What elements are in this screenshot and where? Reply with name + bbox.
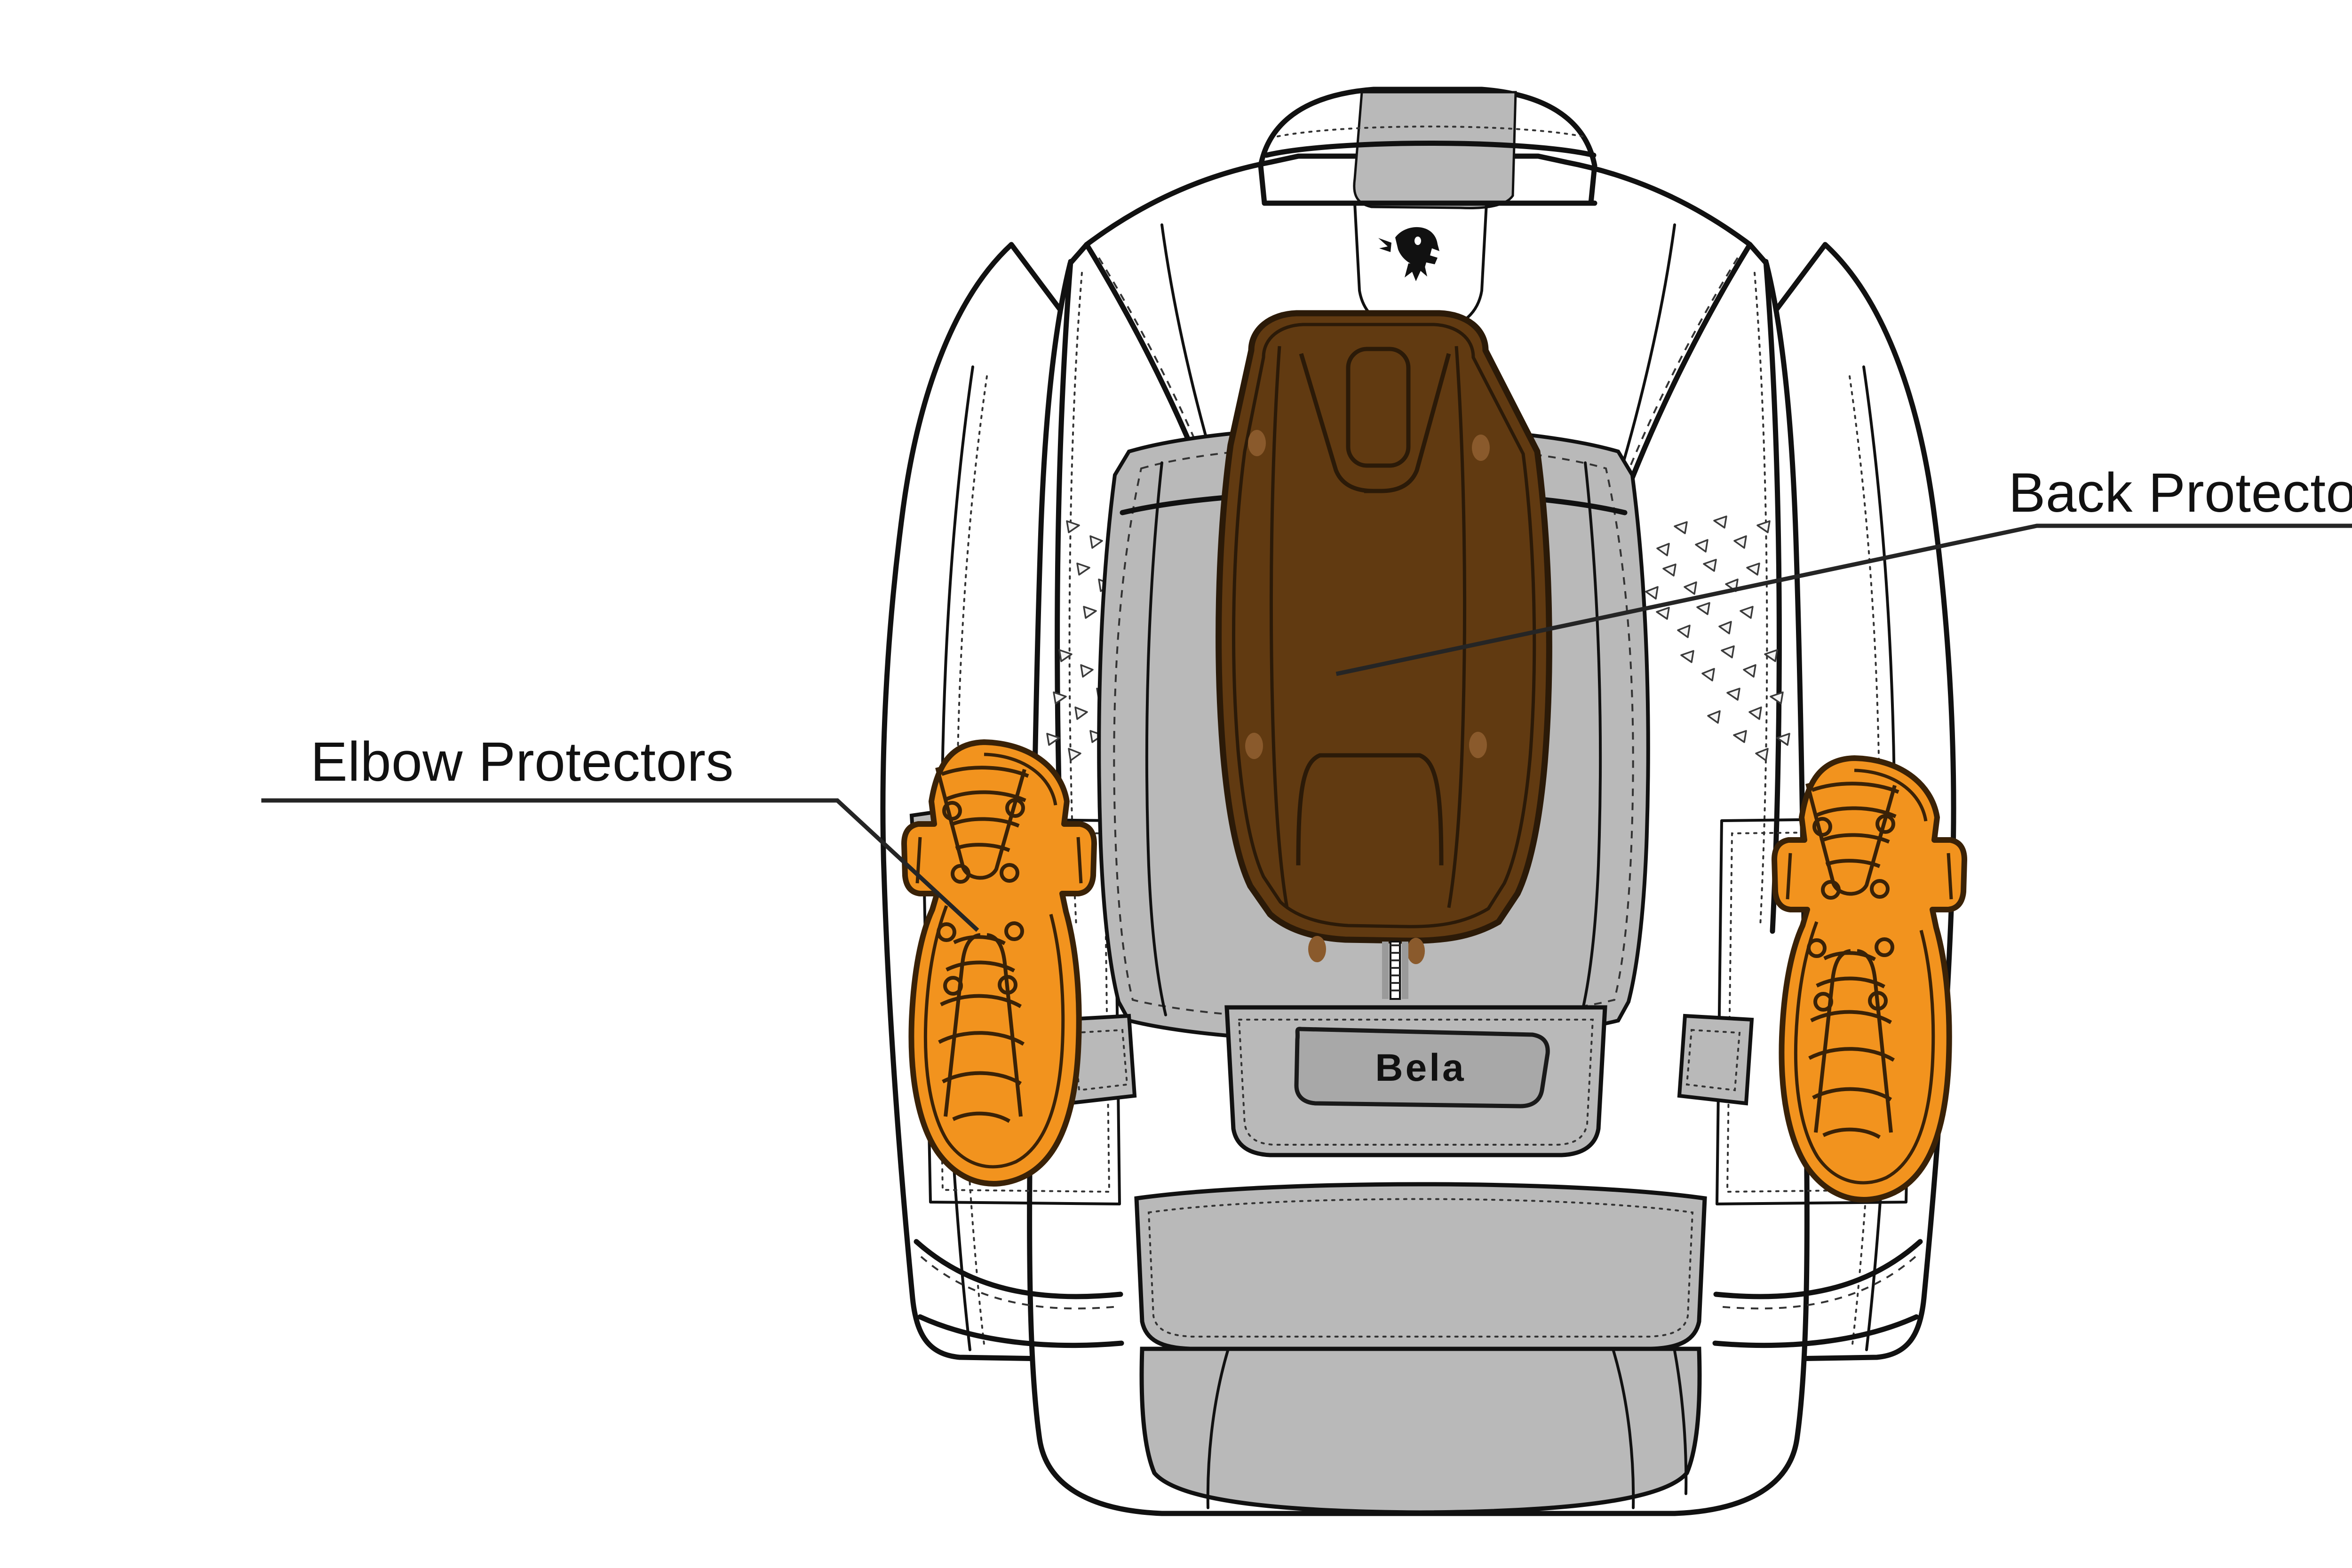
elbow-left-lower-rib-4 bbox=[938, 1031, 1025, 1046]
back-protector-leader-line bbox=[1335, 523, 2352, 676]
elbow-left-upper-rib-3 bbox=[949, 817, 1020, 828]
brand-name: Bela bbox=[1375, 1046, 1466, 1089]
collar-top-edge bbox=[1263, 141, 1597, 158]
elbow-right-lower-rib-3 bbox=[1810, 1010, 1892, 1024]
elbow-right-inner-outline bbox=[1786, 768, 1953, 1185]
elbow-right-hole-4 bbox=[1870, 879, 1890, 899]
elbow-left-lower-rib-6 bbox=[952, 1111, 1011, 1123]
back-protector-bevel bbox=[1232, 323, 1536, 928]
elbow-right-upper-rib-1 bbox=[1811, 782, 1899, 794]
back-protector-center-slot bbox=[1346, 347, 1411, 468]
elbow-right-lower-taper bbox=[1814, 949, 1893, 1133]
elbow-left-hole-8 bbox=[998, 975, 1017, 995]
elbow-protectors-label: Elbow Protectors bbox=[310, 731, 734, 793]
hem-upper-panel bbox=[1134, 1182, 1707, 1351]
hem-seam-far-right bbox=[1673, 1349, 1688, 1495]
elbow-right-hole-6 bbox=[1875, 937, 1894, 957]
elbow-right-upper-rib-4 bbox=[1825, 859, 1881, 868]
elbow-right-hole-3 bbox=[1821, 880, 1841, 900]
back-protector-vent-4 bbox=[1469, 732, 1487, 758]
elbow-right-hole-8 bbox=[1868, 991, 1888, 1011]
elbow-protector-right[interactable] bbox=[1772, 755, 1967, 1203]
elbow-left-hole-5 bbox=[937, 922, 956, 942]
elbow-right-hole-7 bbox=[1813, 992, 1833, 1012]
cuff-band-right bbox=[1712, 1314, 1919, 1348]
back-protector-vent-1 bbox=[1248, 430, 1266, 456]
elbow-left-hole-1 bbox=[942, 801, 962, 821]
brand-patch: Bela bbox=[1224, 1005, 1607, 1157]
armhole-stitch-right bbox=[1754, 272, 1768, 927]
hem-panels bbox=[1134, 1182, 1707, 1515]
collar-outer bbox=[1258, 87, 1597, 206]
callout-back-protector: Back Protector bbox=[1335, 462, 2352, 676]
collar-stitch bbox=[1277, 126, 1583, 137]
back-protector-vent-6 bbox=[1407, 938, 1425, 964]
hem-seam-right bbox=[1612, 1349, 1635, 1509]
elbow-protector-left[interactable] bbox=[901, 739, 1097, 1187]
cuff-seam-right bbox=[1713, 1239, 1923, 1299]
elbow-right-hole-1 bbox=[1812, 817, 1832, 837]
back-protector-lower-panel bbox=[1296, 753, 1444, 866]
elbow-left-upper-rib-4 bbox=[955, 843, 1010, 852]
armhole-seam-right bbox=[1763, 259, 1782, 934]
back-protector-vent-2 bbox=[1472, 435, 1490, 461]
elbow-left-upper-rib-1 bbox=[941, 766, 1029, 778]
elbow-left-hole-3 bbox=[951, 864, 970, 884]
elbow-left-lower-rib-2 bbox=[946, 960, 1015, 973]
elbow-right-lower-rib-2 bbox=[1816, 976, 1885, 989]
elbow-right-upper-rib-3 bbox=[1820, 833, 1890, 844]
callout-elbow-protectors: Elbow Protectors bbox=[261, 731, 979, 932]
cuff-seam-left bbox=[914, 1239, 1123, 1299]
elbow-right-lower-rib-4 bbox=[1808, 1047, 1895, 1062]
elbow-protectors-leader-line bbox=[261, 798, 979, 932]
back-protector-upper-panel bbox=[1299, 353, 1451, 493]
elbow-left-lower-taper bbox=[944, 933, 1023, 1117]
elbow-right-upper-taper bbox=[1805, 783, 1897, 896]
elbow-left-lower-rib-3 bbox=[940, 994, 1022, 1008]
back-panel-seam-right bbox=[1580, 461, 1602, 1016]
shoulder-vent-right bbox=[1645, 515, 1790, 761]
back-protector-label: Back Protector bbox=[2009, 462, 2352, 524]
armhole-stitch-left bbox=[1068, 272, 1083, 927]
elbow-right-hole-5 bbox=[1807, 938, 1827, 958]
elbow-left-hole-7 bbox=[943, 976, 963, 996]
elbow-left-hole-4 bbox=[1000, 863, 1019, 883]
elbow-right-hole-2 bbox=[1875, 814, 1895, 834]
waist-strap-right bbox=[1677, 1014, 1754, 1106]
back-panel-stitch bbox=[1113, 444, 1634, 1022]
back-protector-rib-right bbox=[1447, 346, 1467, 908]
collar bbox=[1258, 87, 1597, 333]
hem-lower-panel bbox=[1139, 1346, 1702, 1515]
back-zipper bbox=[1382, 941, 1408, 1000]
back-panel-seam-left bbox=[1145, 461, 1167, 1016]
brand-patch-plate bbox=[1294, 1027, 1550, 1109]
hem-seam-left bbox=[1206, 1349, 1229, 1509]
cuff-band-left bbox=[917, 1314, 1124, 1348]
back-protector-rib-left bbox=[1269, 346, 1289, 908]
bear-head-emblem bbox=[1378, 227, 1439, 281]
elbow-right-lower-rib-6 bbox=[1822, 1127, 1881, 1139]
elbow-left-inner-outline bbox=[915, 752, 1083, 1169]
elbow-left-upper-taper bbox=[935, 767, 1026, 880]
elbow-left-hole-6 bbox=[1004, 921, 1024, 941]
elbow-left-hole-2 bbox=[1005, 798, 1025, 818]
elbow-panel-stitch-right bbox=[1726, 830, 1902, 1193]
back-protector-vent-5 bbox=[1308, 936, 1326, 962]
back-protector[interactable] bbox=[1216, 310, 1552, 964]
back-protector-vent-3 bbox=[1245, 733, 1263, 759]
collar-gray-panel bbox=[1353, 91, 1517, 209]
